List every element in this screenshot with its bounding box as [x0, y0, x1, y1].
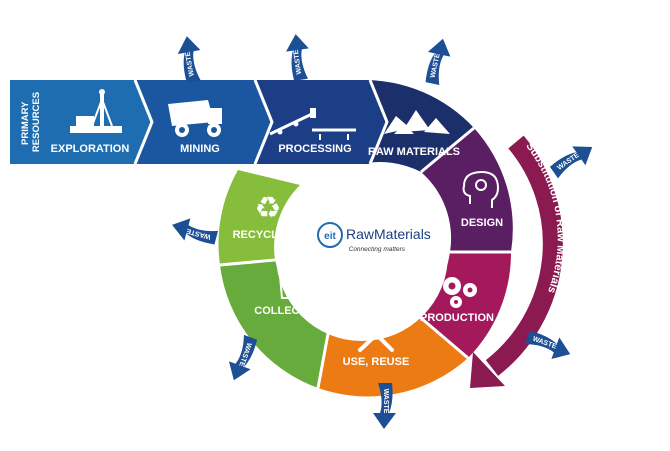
gears-icon — [443, 277, 477, 308]
logo-ring-icon — [317, 222, 343, 248]
waste-arrow: WASTE — [228, 334, 258, 381]
logo-name: RawMaterials — [346, 226, 431, 242]
segment-separators — [133, 79, 511, 389]
waste-arrow: WASTE — [373, 383, 396, 429]
waste-arrow-shape — [524, 330, 571, 360]
mining-label: MINING — [180, 143, 220, 155]
waste-label: WASTE — [382, 389, 389, 414]
waste-arrow: WASTE — [177, 36, 201, 83]
drilling-rig-icon — [70, 89, 122, 133]
waste-arrow-shape — [177, 36, 201, 83]
substitution-arrowhead — [470, 352, 505, 388]
design-segment — [421, 128, 513, 252]
waste-arrow: WASTE — [524, 330, 571, 360]
waste-arrow-shape — [549, 146, 593, 179]
center-circle — [276, 169, 448, 341]
processing-label: PROCESSING — [278, 143, 351, 155]
waste-arrow: WASTE — [285, 34, 309, 81]
collection-label: COLLECTION — [254, 305, 326, 317]
primary-resources-label: PRIMARY RESOURCES — [20, 92, 42, 152]
waste-label: WASTE — [185, 51, 196, 77]
waste-arrow: WASTE — [425, 38, 451, 85]
recycling-bin-icon: ♻ — [278, 270, 302, 299]
head-gears-icon — [462, 170, 500, 208]
wrench-screwdriver-icon — [358, 311, 401, 352]
waste-arrow-shape — [285, 34, 309, 81]
exploration-label: EXPLORATION — [51, 143, 130, 155]
logo-tagline: Connecting matters — [349, 246, 406, 253]
logo-eit: eit — [324, 231, 336, 242]
dump-truck-icon — [168, 100, 222, 137]
svg-text:♻: ♻ — [285, 283, 295, 296]
conveyor-icon — [269, 108, 356, 140]
substitution-arc — [485, 135, 563, 376]
waste-arrow-shape — [228, 334, 258, 381]
design-label: DESIGN — [461, 217, 503, 229]
waste-label: WASTE — [430, 53, 442, 79]
recycle-icon: ♻ — [255, 191, 282, 226]
waste-arrow-shape — [172, 218, 219, 245]
eit-raw-materials-logo: eit RawMaterials Connecting matters — [317, 222, 431, 253]
recycling-segment — [218, 170, 300, 265]
waste-arrow: WASTE — [549, 146, 593, 179]
processing-segment — [255, 80, 387, 164]
raw-materials-label: RAW MATERIALS — [368, 146, 460, 158]
waste-arrow: WASTE — [172, 218, 219, 245]
waste-label: WASTE — [293, 49, 303, 75]
waste-arrow-shape — [373, 383, 396, 429]
use-reuse-label: USE, REUSE — [343, 356, 410, 368]
collection-segment — [220, 260, 330, 388]
waste-arrow-shape — [425, 38, 451, 85]
rock-pile-icon — [384, 110, 450, 134]
production-label: PRODUCTION — [420, 312, 494, 324]
recycling-label: RECYCLING — [233, 229, 298, 241]
